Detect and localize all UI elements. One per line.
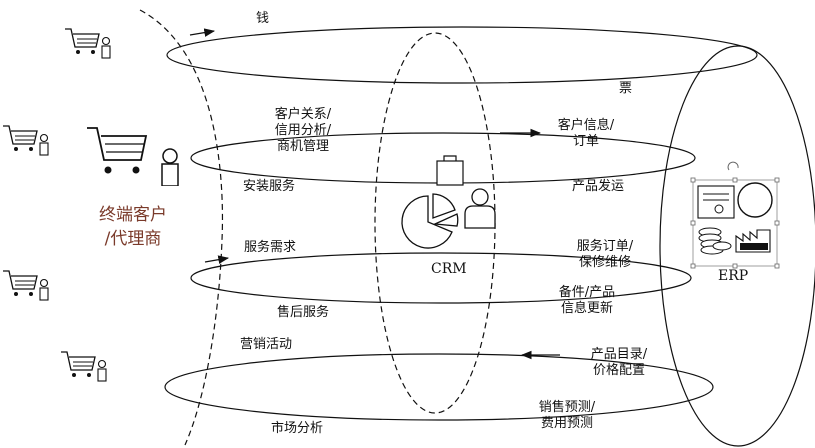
customer-info-order-label: 客户信息/ 订单 xyxy=(557,118,615,149)
product-catalog-label: 产品目录/ 价格配置 xyxy=(590,347,648,378)
service-order-label: 服务订单/ 保修维修 xyxy=(576,239,634,270)
market-analysis-label: 市场分析 xyxy=(271,421,324,436)
spare-parts-label: 备件/产品 信息更新 xyxy=(558,285,616,316)
erp-bundle-icon xyxy=(690,161,780,269)
product-shipping-label: 产品发运 xyxy=(572,179,625,194)
shopping-cart-icon xyxy=(3,125,49,156)
shopping-cart-icon xyxy=(3,270,49,301)
shopping-cart-icon xyxy=(65,28,111,59)
erp-label: ERP xyxy=(718,268,749,284)
briefcase-icon xyxy=(436,155,464,186)
sales-forecast-label: 销售预测/ 费用预测 xyxy=(538,400,596,431)
service-request-label: 服务需求 xyxy=(244,240,297,255)
after-sales-label: 售后服务 xyxy=(277,305,330,320)
money-label: 钱 xyxy=(256,11,270,26)
customer-label-line1: 终端客户 xyxy=(99,205,167,225)
shopping-cart-icon xyxy=(61,351,107,382)
money-arrow xyxy=(189,28,216,37)
customer-label-line2: /代理商 xyxy=(104,229,162,249)
install-service-label: 安装服务 xyxy=(243,179,296,194)
customer-relations-label: 客户关系/ 信用分析/ 商机管理 xyxy=(274,107,332,154)
marketing-loop xyxy=(164,353,714,421)
customer-label: 终端客户 /代理商 xyxy=(78,203,188,251)
service-loop xyxy=(190,252,692,304)
money-loop xyxy=(166,26,758,84)
invoice-label: 票 xyxy=(619,81,633,96)
erp-boundary xyxy=(659,45,815,447)
service-arrow xyxy=(204,255,230,264)
pie-chart-icon xyxy=(401,193,459,249)
customer-boundary xyxy=(139,9,224,446)
shopping-cart-icon xyxy=(87,127,179,186)
crm-label: CRM xyxy=(431,261,467,277)
marketing-label: 营销活动 xyxy=(240,337,293,352)
person-icon xyxy=(464,188,496,229)
